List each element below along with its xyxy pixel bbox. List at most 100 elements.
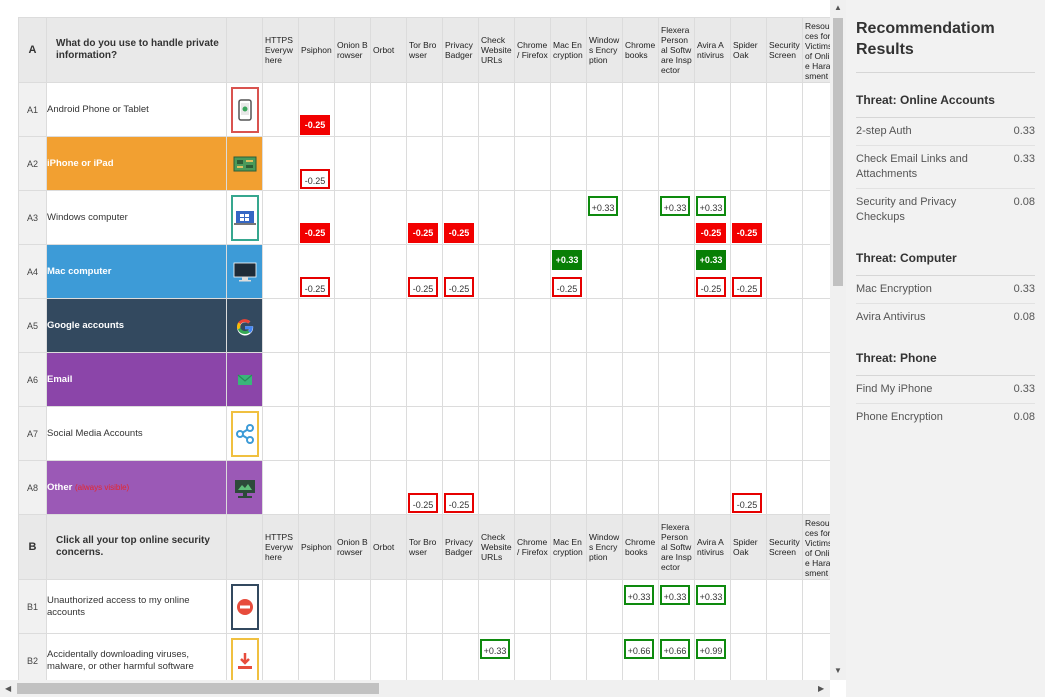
score-cell-tor: -0.25 xyxy=(406,460,443,515)
threat-title: Threat: Computer xyxy=(856,231,1035,276)
option-label[interactable]: Unauthorized access to my online account… xyxy=(46,579,227,634)
score-badge: -0.25 xyxy=(444,277,474,297)
option-label[interactable]: Social Media Accounts xyxy=(46,406,227,461)
always-visible-note: (always visible) xyxy=(74,482,130,492)
score-cell-flexera xyxy=(658,460,695,515)
column-header-check: Check Website URLs xyxy=(478,514,515,580)
option-icon-cell[interactable] xyxy=(226,352,263,407)
scroll-down-arrow-icon[interactable]: ▼ xyxy=(834,666,842,675)
score-badge: +0.33 xyxy=(480,639,510,659)
score-cell-security xyxy=(766,136,803,191)
row-id: B1 xyxy=(18,579,47,634)
option-label[interactable]: iPhone or iPad xyxy=(46,136,227,191)
score-cell-tor xyxy=(406,136,443,191)
option-icon-cell[interactable] xyxy=(226,190,263,245)
option-icon-cell[interactable] xyxy=(226,82,263,137)
score-badge: +0.66 xyxy=(660,639,690,659)
option-label-text: Social Media Accounts xyxy=(47,427,143,439)
score-badge: -0.25 xyxy=(408,277,438,297)
score-cell-winenc xyxy=(586,460,623,515)
score-cell-onion xyxy=(334,406,371,461)
option-icon-cell[interactable] xyxy=(226,136,263,191)
score-cell-chromebooks xyxy=(622,136,659,191)
section-question: Click all your top online security conce… xyxy=(46,514,227,580)
option-icon-cell[interactable] xyxy=(226,298,263,353)
score-badge: +0.33 xyxy=(660,585,690,605)
score-cell-flexera xyxy=(658,244,695,299)
option-label[interactable]: Accidentally downloading viruses, malwar… xyxy=(46,633,227,680)
score-cell-macenc: +0.33-0.25 xyxy=(550,244,587,299)
column-header-orbot: Orbot xyxy=(370,514,407,580)
option-label-text: Mac computer xyxy=(47,265,112,277)
score-cell-orbot xyxy=(370,82,407,137)
score-cell-security xyxy=(766,633,803,680)
score-cell-winenc xyxy=(586,298,623,353)
score-cell-chromebooks: +0.33 xyxy=(622,579,659,634)
option-label-text: Other xyxy=(47,481,73,493)
option-label[interactable]: Other (always visible) xyxy=(46,460,227,515)
score-cell-winenc xyxy=(586,633,623,680)
horizontal-scroll-thumb[interactable] xyxy=(17,683,379,694)
option-icon-cell[interactable] xyxy=(226,633,263,680)
option-icon-cell[interactable] xyxy=(226,244,263,299)
score-badge: -0.25 xyxy=(696,277,726,297)
vertical-scrollbar[interactable]: ▲ ▼ xyxy=(830,0,846,680)
scroll-left-arrow-icon[interactable]: ◀ xyxy=(5,684,12,693)
score-cell-chrome xyxy=(514,633,551,680)
score-cell-https xyxy=(262,136,299,191)
recommendation-name: Check Email Links and Attachments xyxy=(856,153,968,180)
score-cell-spider: -0.25 xyxy=(730,244,767,299)
vertical-scroll-thumb[interactable] xyxy=(833,18,843,286)
horizontal-scrollbar[interactable]: ◀ ▶ xyxy=(0,680,830,697)
score-cell-https xyxy=(262,406,299,461)
score-cell-onion xyxy=(334,460,371,515)
option-label[interactable]: Email xyxy=(46,352,227,407)
option-label[interactable]: Android Phone or Tablet xyxy=(46,82,227,137)
score-cell-security xyxy=(766,82,803,137)
option-icon-cell[interactable] xyxy=(226,406,263,461)
score-cell-avira xyxy=(694,352,731,407)
score-cell-privacy xyxy=(442,82,479,137)
row-id: B2 xyxy=(18,633,47,680)
column-header-security: Security Screen xyxy=(766,17,803,83)
score-cell-chrome xyxy=(514,579,551,634)
recommendation-name: Security and Privacy Checkups xyxy=(856,196,957,223)
score-cell-check xyxy=(478,136,515,191)
column-header-privacy: Privacy Badger xyxy=(442,514,479,580)
circuit-board-icon xyxy=(231,141,259,187)
option-label[interactable]: Mac computer xyxy=(46,244,227,299)
score-badge: -0.25 xyxy=(300,115,330,135)
column-header-spider: Spider Oak xyxy=(730,17,767,83)
option-icon-cell[interactable] xyxy=(226,460,263,515)
option-label[interactable]: Windows computer xyxy=(46,190,227,245)
score-cell-spider xyxy=(730,298,767,353)
download-icon xyxy=(230,637,259,680)
score-cell-check xyxy=(478,298,515,353)
score-cell-privacy xyxy=(442,352,479,407)
option-icon-cell[interactable] xyxy=(226,579,263,634)
score-cell-orbot xyxy=(370,579,407,634)
score-cell-resources xyxy=(802,82,830,137)
scroll-right-arrow-icon[interactable]: ▶ xyxy=(818,684,825,693)
score-cell-tor xyxy=(406,579,443,634)
option-label[interactable]: Google accounts xyxy=(46,298,227,353)
scroll-up-arrow-icon[interactable]: ▲ xyxy=(834,3,842,12)
